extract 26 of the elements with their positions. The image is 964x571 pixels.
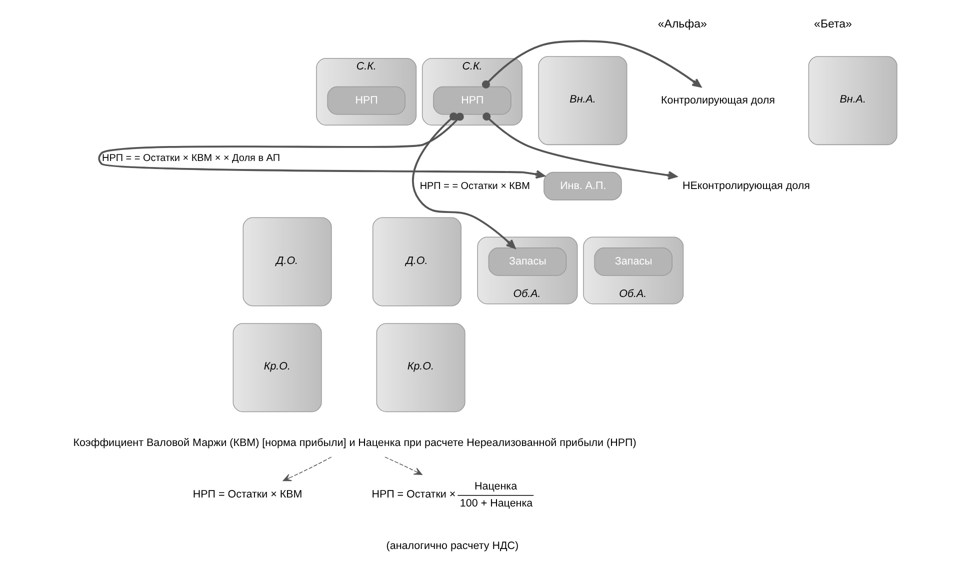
node-box: Вн.А. xyxy=(808,56,898,146)
node-text: Коэффициент Валовой Маржи (КВМ) [норма прибыли] и Наценка при расчете Нереализованной прибыли (НРП) xyxy=(73,437,636,450)
node-text: НРП = Остатки × КВМ xyxy=(192,488,302,500)
node-box: Кр.О. xyxy=(232,323,322,412)
edge-label: НРП = = Остатки × КВМ × × Доля в АП xyxy=(102,153,280,164)
edge-label: НРП = = Остатки × КВМ xyxy=(420,180,530,192)
node-box: Запасы xyxy=(488,248,567,276)
arrow xyxy=(412,112,516,249)
node-text: НЕконтролирующая доля xyxy=(682,180,810,192)
node-text: Контролирующая доля xyxy=(660,94,775,106)
node-box: НРП xyxy=(433,86,512,115)
node-box: Вн.А. xyxy=(538,56,628,146)
node-label: (аналогично расчету НДС) xyxy=(386,540,519,552)
node-box: Д.О. xyxy=(372,217,462,306)
node-box: НРП xyxy=(327,86,406,115)
arrow xyxy=(384,456,422,475)
arrow xyxy=(482,40,702,88)
arrow xyxy=(282,456,332,482)
node-box: Инв. А.П. xyxy=(544,172,622,200)
node-box: Запасы xyxy=(594,248,672,276)
node-box: Кр.О. xyxy=(376,323,466,412)
label: «Альфа» xyxy=(658,18,707,31)
arrow xyxy=(99,112,545,179)
node-box: Д.О. xyxy=(242,217,332,306)
label: «Бета» xyxy=(814,18,852,31)
arrow xyxy=(482,112,678,180)
